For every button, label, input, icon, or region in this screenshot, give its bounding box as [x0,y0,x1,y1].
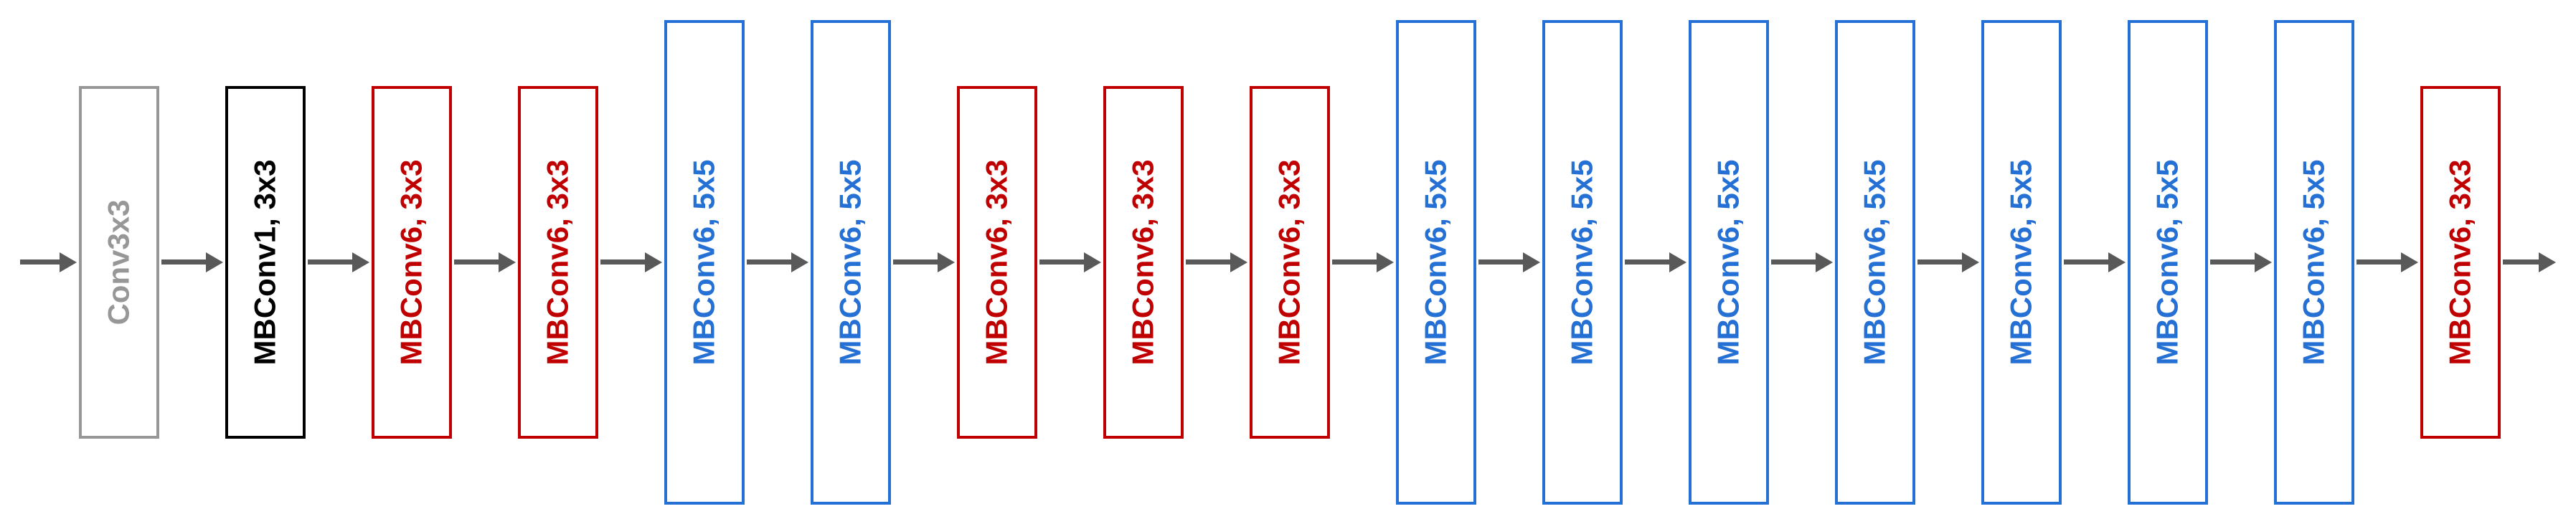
block-label: MBConv6, 5x5 [2297,158,2331,366]
block-label: MBConv6, 5x5 [1419,158,1453,366]
arrow-head-icon [938,252,955,272]
arrow-head-icon [2539,252,2556,272]
arrow-shaft [600,259,645,265]
diagram-block-11-mbconv6-5x5: MBConv6, 5x5 [1542,19,1623,505]
arrow-head-icon [1816,252,1833,272]
flow-arrow-icon [306,252,372,273]
block-label: MBConv6, 3x3 [1126,158,1160,366]
block-label: MBConv6, 5x5 [2004,158,2038,366]
flow-arrow-icon [1623,252,1689,273]
arrow-shaft [1917,259,1962,265]
arrow-head-icon [60,252,77,272]
diagram-block-12-mbconv6-5x5: MBConv6, 5x5 [1689,19,1769,505]
block-label: MBConv6, 5x5 [1858,158,1892,366]
arrow-head-icon [1523,252,1540,272]
diagram-block-9-mbconv6-3x3: MBConv6, 3x3 [1250,85,1330,439]
arrow-shaft [1332,259,1377,265]
flow-arrow-icon [1915,252,1981,273]
arrow-head-icon [1230,252,1247,272]
diagram-block-7-mbconv6-3x3: MBConv6, 3x3 [957,85,1037,439]
block-label: MBConv6, 5x5 [1565,158,1599,366]
block-label: MBConv6, 5x5 [2151,158,2184,366]
block-row: Conv3x3 MBConv1, 3x3 MBConv6, 3x3 MBConv6, … [18,19,2558,505]
diagram-block-14-mbconv6-5x5: MBConv6, 5x5 [1981,19,2062,505]
flow-arrow-icon [1184,252,1250,273]
arrow-head-icon [1377,252,1394,272]
diagram-block-13-mbconv6-5x5: MBConv6, 5x5 [1835,19,1915,505]
flow-arrow-icon [745,252,811,273]
diagram-block-3-mbconv6-3x3: MBConv6, 3x3 [372,85,452,439]
flow-arrow-icon [891,252,957,273]
diagram-block-4-mbconv6-3x3: MBConv6, 3x3 [518,85,598,439]
block-label: MBConv6, 3x3 [1273,158,1306,366]
block-label: MBConv6, 3x3 [541,158,575,366]
arrow-head-icon [2108,252,2126,272]
arrow-shaft [20,259,60,265]
diagram-block-8-mbconv6-3x3: MBConv6, 3x3 [1103,85,1184,439]
arrow-head-icon [1084,252,1101,272]
diagram-block-17-mbconv6-3x3: MBConv6, 3x3 [2420,85,2501,439]
diagram-block-6-mbconv6-5x5: MBConv6, 5x5 [811,19,891,505]
arrow-shaft [1478,259,1523,265]
arrow-shaft [1039,259,1084,265]
block-label: MBConv6, 5x5 [687,158,721,366]
arrow-shaft [2356,259,2401,265]
arrow-head-icon [352,252,369,272]
arrow-shaft [454,259,499,265]
arrow-shaft [2064,259,2108,265]
block-label: MBConv6, 5x5 [834,158,867,366]
arrow-head-icon [2401,252,2418,272]
flow-arrow-icon [2208,252,2274,273]
arrow-head-icon [645,252,662,272]
flow-arrow-icon [1330,252,1396,273]
arrow-shaft [1771,259,1816,265]
flow-arrow-icon [159,252,225,273]
arrow-head-icon [1962,252,1979,272]
flow-arrow-icon [452,252,518,273]
arrow-head-icon [1669,252,1686,272]
arrow-shaft [1186,259,1230,265]
flow-arrow-icon [1769,252,1835,273]
block-label: MBConv6, 3x3 [980,158,1014,366]
diagram-block-16-mbconv6-5x5: MBConv6, 5x5 [2274,19,2354,505]
block-label: MBConv1, 3x3 [248,158,282,366]
flow-arrow-icon [2501,252,2558,273]
diagram-block-1-conv3x3: Conv3x3 [79,85,159,439]
diagram-block-15-mbconv6-5x5: MBConv6, 5x5 [2128,19,2208,505]
arrow-shaft [893,259,938,265]
flow-arrow-icon [2062,252,2128,273]
diagram-block-10-mbconv6-5x5: MBConv6, 5x5 [1396,19,1476,505]
arrow-shaft [2210,259,2255,265]
flow-arrow-icon [1476,252,1542,273]
arrow-head-icon [2255,252,2272,272]
flow-arrow-icon [2354,252,2420,273]
diagram-block-5-mbconv6-5x5: MBConv6, 5x5 [664,19,745,505]
diagram-block-2-mbconv1-3x3: MBConv1, 3x3 [225,85,306,439]
flow-arrow-icon [18,252,79,273]
block-label: MBConv6, 5x5 [1712,158,1745,366]
arrow-head-icon [791,252,808,272]
flow-arrow-icon [598,252,664,273]
arrow-shaft [747,259,791,265]
block-label: Conv3x3 [102,199,136,325]
arrow-shaft [161,259,206,265]
flow-arrow-icon [1037,252,1103,273]
block-label: MBConv6, 3x3 [395,158,428,366]
arrow-shaft [2503,259,2539,265]
arrow-shaft [308,259,352,265]
arrow-head-icon [499,252,516,272]
arrow-head-icon [206,252,223,272]
arrow-shaft [1625,259,1669,265]
block-label: MBConv6, 3x3 [2443,158,2477,366]
